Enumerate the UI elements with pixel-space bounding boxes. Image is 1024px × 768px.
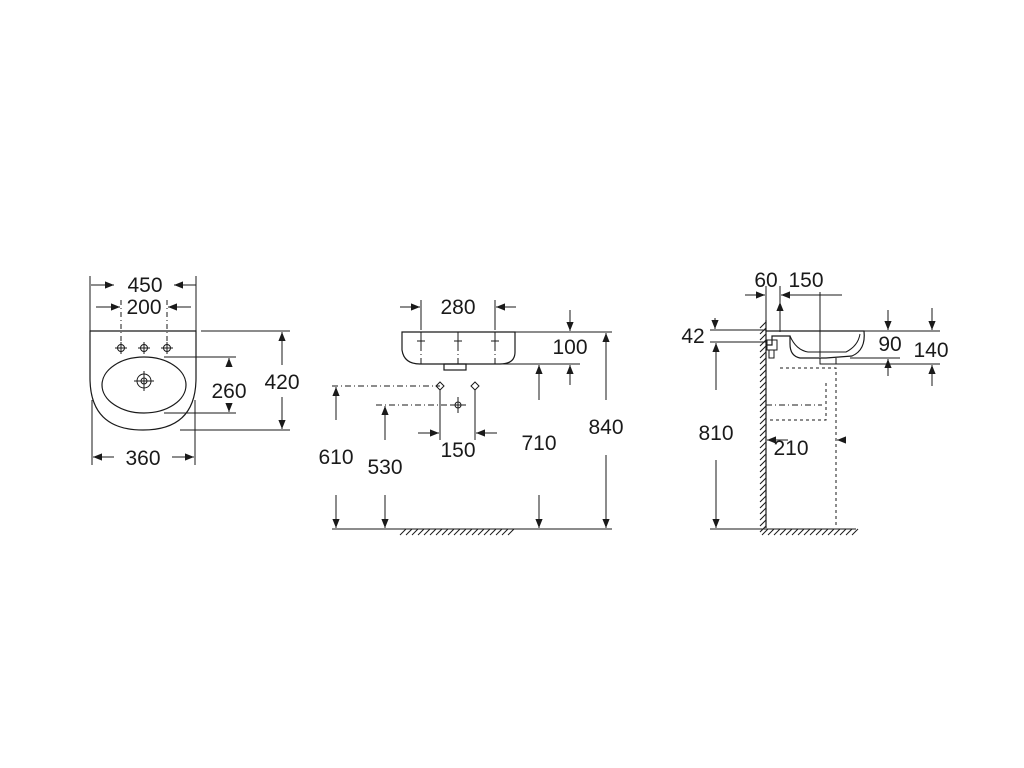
dim-530: 530 xyxy=(367,456,402,479)
dim-840: 840 xyxy=(588,416,623,439)
dim-150-front: 150 xyxy=(440,439,475,462)
floor-hatch-side xyxy=(761,528,859,536)
dim-420: 420 xyxy=(264,371,299,394)
dim-450: 450 xyxy=(127,274,162,297)
dim-280: 280 xyxy=(440,296,475,319)
wall-hatch xyxy=(759,321,767,533)
dim-360: 360 xyxy=(125,447,160,470)
dim-810: 810 xyxy=(698,422,733,445)
basin-top-outline xyxy=(89,330,197,431)
overflow-markers xyxy=(435,381,480,391)
dim-60: 60 xyxy=(754,269,777,292)
dim-710: 710 xyxy=(521,432,556,455)
bowl-oval xyxy=(101,356,187,414)
pedestal-outline xyxy=(780,367,837,528)
front-view: 280 100 150 610 530 710 xyxy=(318,296,624,536)
waste-outlet xyxy=(443,363,467,371)
floor-hatch-front xyxy=(398,528,518,536)
top-view: 450 200 260 420 360 xyxy=(89,274,300,470)
dim-200: 200 xyxy=(126,296,161,319)
side-view: 60 150 42 810 210 90 140 xyxy=(681,269,949,536)
dim-610: 610 xyxy=(318,446,353,469)
dim-90: 90 xyxy=(878,333,901,356)
dim-210: 210 xyxy=(773,437,808,460)
dim-150-side: 150 xyxy=(788,269,823,292)
tap-holes xyxy=(115,342,173,354)
basin-side-profile xyxy=(766,330,865,359)
dim-260: 260 xyxy=(211,380,246,403)
dim-42: 42 xyxy=(681,325,704,348)
dim-140: 140 xyxy=(913,339,948,362)
dim-100: 100 xyxy=(552,336,587,359)
